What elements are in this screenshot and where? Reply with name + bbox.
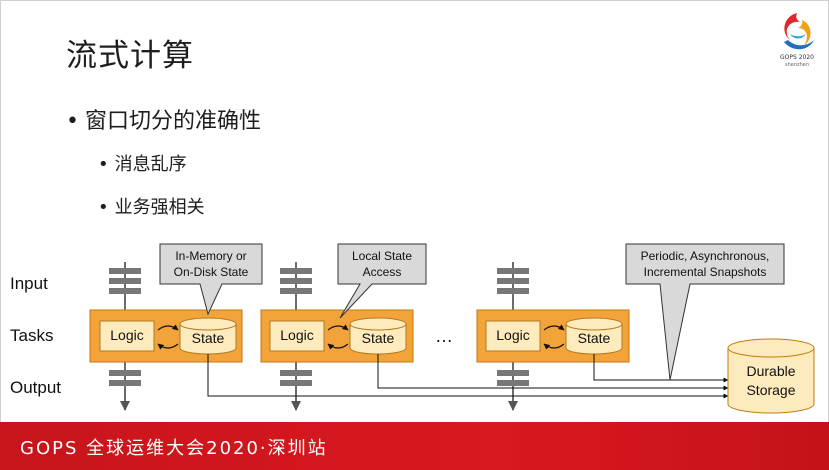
row-label-tasks: Tasks — [10, 326, 54, 345]
callout-state-storage — [159, 243, 263, 316]
ellipsis: … — [435, 326, 453, 346]
callout-local-access-text: Local State Access — [338, 248, 426, 280]
callout-line: Local State — [351, 249, 413, 263]
durable-storage-line: Durable — [746, 363, 796, 379]
callout-line: Periodic, Asynchronous, — [640, 249, 770, 263]
task-3-state-label: State — [577, 330, 611, 346]
task-1-state-label: State — [191, 330, 225, 346]
gops-logo: GOPS 2020 shenzhen — [772, 10, 822, 70]
footer-banner: GOPS 全球运维大会2020·深圳站 — [0, 422, 829, 470]
callout-state-storage-text: In-Memory or On-Disk State — [160, 248, 262, 280]
callout-line: Access — [362, 265, 402, 279]
bullet-level1: •窗口切分的准确性 — [66, 109, 261, 134]
task-3-logic-label: Logic — [496, 327, 530, 343]
row-label-output: Output — [10, 378, 62, 397]
bullet-level2-text: 业务强相关 — [114, 197, 205, 218]
callout-line: In-Memory or — [175, 249, 247, 263]
logo-text: GOPS 2020 — [780, 54, 814, 61]
task-box-2 — [260, 309, 414, 363]
task-2-state-label: State — [361, 330, 395, 346]
task-2-logic-label: Logic — [280, 327, 314, 343]
bullet-level2-text: 消息乱序 — [114, 154, 187, 175]
task-box-3 — [476, 309, 630, 363]
task-box-1 — [89, 309, 243, 363]
bullet-level2-1: •消息乱序 — [98, 154, 187, 175]
footer-text: GOPS 全球运维大会2020·深圳站 — [20, 438, 328, 459]
durable-storage-line: Storage — [746, 382, 796, 398]
snapshot-lines — [207, 354, 729, 399]
durable-storage-label: Durable Storage — [728, 362, 814, 400]
callout-line: On-Disk State — [173, 265, 249, 279]
page-title: 流式计算 — [66, 38, 194, 74]
callout-line: Incremental Snapshots — [643, 265, 767, 279]
callout-local-access — [337, 243, 427, 319]
bullet-level2-2: •业务强相关 — [98, 197, 205, 218]
logo-swirl-icon — [784, 13, 814, 50]
bullet-level1-text: 窗口切分的准确性 — [84, 109, 261, 134]
task-1-logic-label: Logic — [110, 327, 144, 343]
durable-storage — [727, 338, 815, 414]
callout-snapshots — [625, 243, 785, 381]
callout-snapshots-text: Periodic, Asynchronous, Incremental Snap… — [626, 248, 784, 280]
row-label-input: Input — [10, 274, 48, 293]
logo-subtext: shenzhen — [784, 62, 810, 68]
